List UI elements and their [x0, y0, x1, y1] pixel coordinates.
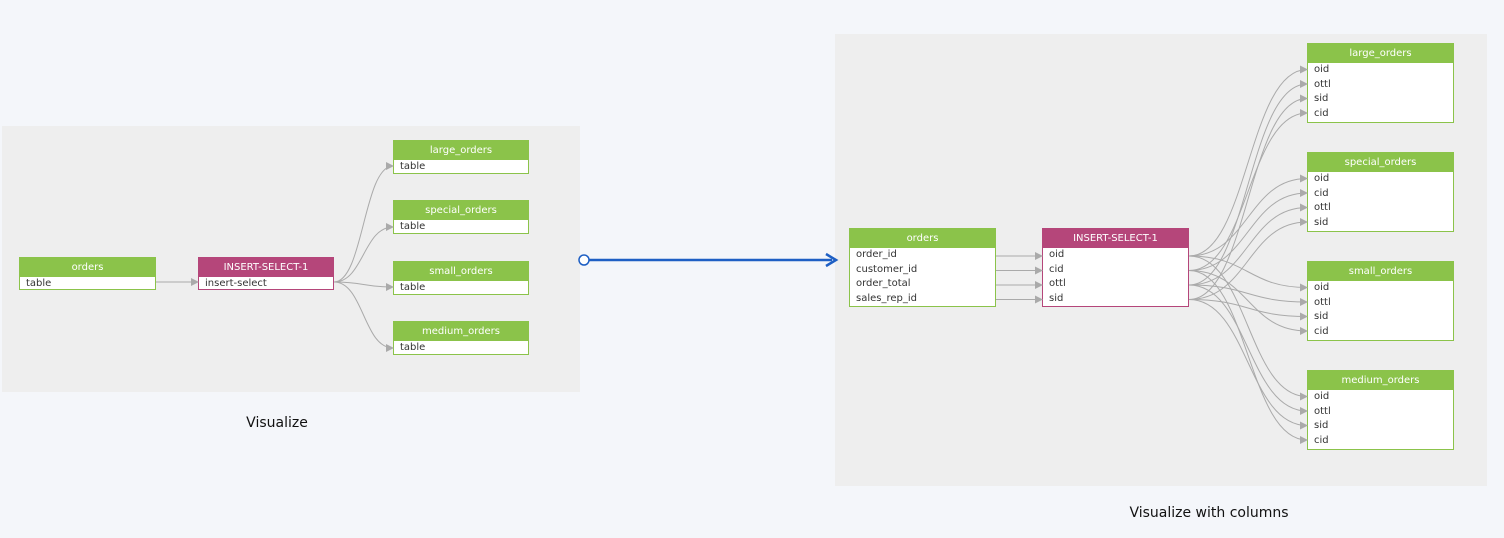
right-node-special-orders[interactable]: special_orders oid cid ottl sid	[1307, 152, 1454, 232]
left-caption: Visualize	[246, 415, 308, 431]
right-node-orders[interactable]: orders order_id customer_id order_total …	[849, 228, 996, 307]
node-type: table	[26, 278, 52, 289]
left-node-large-orders[interactable]: large_orders table	[393, 140, 529, 174]
column: sid	[1314, 216, 1329, 228]
node-title: INSERT-SELECT-1	[199, 258, 333, 277]
column: ottl	[1314, 202, 1331, 213]
column-ottl: ottl	[1049, 278, 1066, 289]
column: ottl	[1314, 405, 1331, 417]
node-type: insert-select	[205, 278, 267, 289]
node-type: table	[400, 342, 426, 353]
node-title: small_orders	[1308, 262, 1453, 281]
column: sid	[1314, 420, 1329, 431]
node-title: orders	[850, 229, 995, 248]
column-order-id: order_id	[856, 249, 897, 260]
transition-arrow-start	[578, 254, 590, 266]
right-node-medium-orders[interactable]: medium_orders oid ottl sid cid	[1307, 370, 1454, 450]
column: oid	[1314, 64, 1330, 75]
column: oid	[1314, 391, 1330, 402]
node-title: medium_orders	[1308, 371, 1453, 390]
column: oid	[1314, 282, 1330, 293]
column: cid	[1314, 325, 1329, 337]
node-title: small_orders	[394, 262, 528, 281]
node-title: special_orders	[394, 201, 528, 220]
node-type: table	[400, 282, 426, 293]
column-cid: cid	[1049, 263, 1064, 275]
column: sid	[1314, 311, 1329, 322]
column: sid	[1314, 93, 1329, 104]
node-title: large_orders	[1308, 44, 1453, 63]
node-title: INSERT-SELECT-1	[1043, 229, 1188, 248]
right-caption: Visualize with columns	[1129, 505, 1289, 521]
node-type: table	[400, 161, 426, 172]
column: cid	[1314, 107, 1329, 119]
right-node-insert-select[interactable]: INSERT-SELECT-1 oid cid ottl sid	[1042, 228, 1189, 307]
left-node-orders[interactable]: orders table	[19, 257, 156, 290]
left-node-medium-orders[interactable]: medium_orders table	[393, 321, 529, 355]
column-sid: sid	[1049, 292, 1064, 304]
left-node-insert-select[interactable]: INSERT-SELECT-1 insert-select	[198, 257, 334, 290]
node-title: orders	[20, 258, 155, 277]
column-order-total: order_total	[856, 278, 911, 289]
left-node-small-orders[interactable]: small_orders table	[393, 261, 529, 295]
column-sales-rep-id: sales_rep_id	[856, 292, 917, 304]
column: ottl	[1314, 78, 1331, 90]
column: ottl	[1314, 296, 1331, 308]
column: cid	[1314, 187, 1329, 199]
node-title: large_orders	[394, 141, 528, 160]
column-customer-id: customer_id	[856, 263, 918, 275]
right-node-large-orders[interactable]: large_orders oid ottl sid cid	[1307, 43, 1454, 123]
column: oid	[1314, 173, 1330, 184]
node-title: special_orders	[1308, 153, 1453, 172]
right-node-small-orders[interactable]: small_orders oid ottl sid cid	[1307, 261, 1454, 341]
node-type: table	[400, 221, 426, 232]
left-node-special-orders[interactable]: special_orders table	[393, 200, 529, 234]
node-title: medium_orders	[394, 322, 528, 341]
column: cid	[1314, 434, 1329, 446]
column-oid: oid	[1049, 249, 1065, 260]
